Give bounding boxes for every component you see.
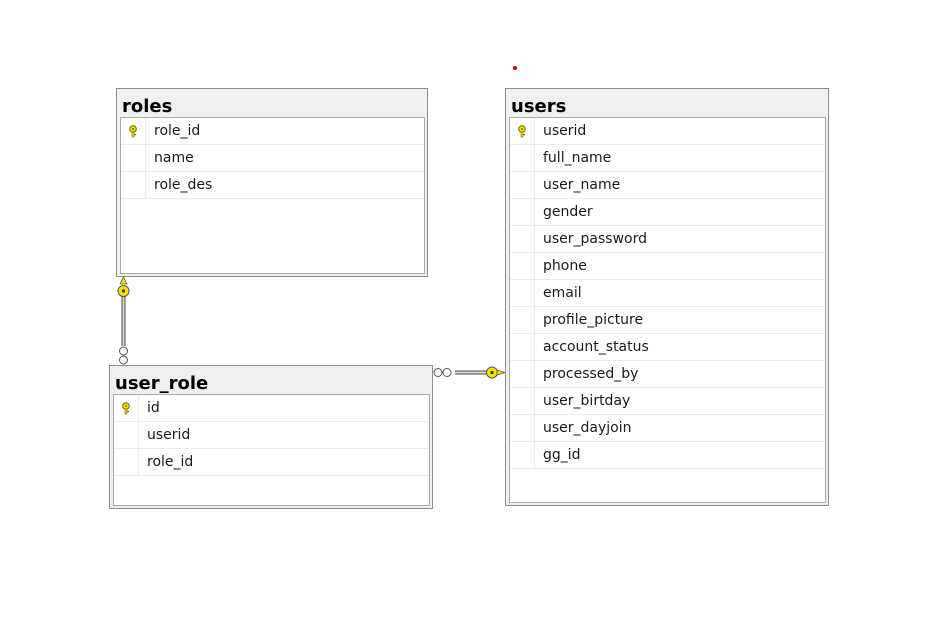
relationship-roles-user-role[interactable]: [117, 276, 130, 365]
column-row[interactable]: role_id: [121, 118, 424, 145]
column-name: user_birtday: [543, 393, 631, 409]
primary-key-icon: [129, 125, 137, 138]
primary-key-icon: [518, 125, 526, 138]
table-title: users: [511, 96, 567, 117]
column-row[interactable]: profile_picture: [510, 307, 825, 334]
key-end-icon: [486, 366, 507, 379]
column-row[interactable]: gg_id: [510, 442, 825, 469]
infinity-end-icon: [433, 368, 452, 377]
column-name: phone: [543, 258, 587, 274]
column-row[interactable]: user_birtday: [510, 388, 825, 415]
column-row[interactable]: processed_by: [510, 361, 825, 388]
table-columns: role_id name role_des: [120, 117, 425, 274]
column-name: name: [154, 150, 194, 166]
column-name: user_dayjoin: [543, 420, 632, 436]
infinity-end-icon: [119, 346, 128, 365]
column-name: id: [147, 400, 160, 416]
column-name: role_id: [147, 454, 194, 470]
table-user-role[interactable]: user_role id userid role_id: [109, 365, 433, 509]
column-name: user_password: [543, 231, 648, 247]
column-row[interactable]: full_name: [510, 145, 825, 172]
column-name: role_id: [154, 123, 201, 139]
table-columns: id userid role_id: [113, 394, 430, 506]
column-name: userid: [147, 427, 191, 443]
column-name: full_name: [543, 150, 612, 166]
column-row[interactable]: email: [510, 280, 825, 307]
column-row[interactable]: id: [114, 395, 429, 422]
table-roles[interactable]: roles role_id name role_des: [116, 88, 428, 277]
column-row[interactable]: user_dayjoin: [510, 415, 825, 442]
column-row[interactable]: role_id: [114, 449, 429, 476]
column-name: profile_picture: [543, 312, 644, 328]
column-row[interactable]: role_des: [121, 172, 424, 199]
table-title: roles: [122, 96, 173, 117]
column-row[interactable]: account_status: [510, 334, 825, 361]
red-marker-dot: [513, 66, 517, 70]
column-name: processed_by: [543, 366, 639, 382]
column-row[interactable]: userid: [114, 422, 429, 449]
table-columns: userid full_name user_name gender user_p…: [509, 117, 826, 503]
column-row[interactable]: user_name: [510, 172, 825, 199]
column-name: role_des: [154, 177, 213, 193]
column-row[interactable]: userid: [510, 118, 825, 145]
table-title: user_role: [115, 373, 209, 394]
table-users[interactable]: users userid full_name user_name gender …: [505, 88, 829, 506]
key-end-icon: [117, 276, 130, 297]
column-name: gg_id: [543, 447, 581, 463]
column-name: email: [543, 285, 582, 301]
column-row[interactable]: name: [121, 145, 424, 172]
column-name: gender: [543, 204, 593, 220]
column-name: user_name: [543, 177, 621, 193]
column-name: account_status: [543, 339, 649, 355]
column-row[interactable]: gender: [510, 199, 825, 226]
column-name: userid: [543, 123, 587, 139]
column-row[interactable]: user_password: [510, 226, 825, 253]
relationship-users-user-role[interactable]: [433, 366, 507, 379]
primary-key-icon: [122, 402, 130, 415]
column-row[interactable]: phone: [510, 253, 825, 280]
